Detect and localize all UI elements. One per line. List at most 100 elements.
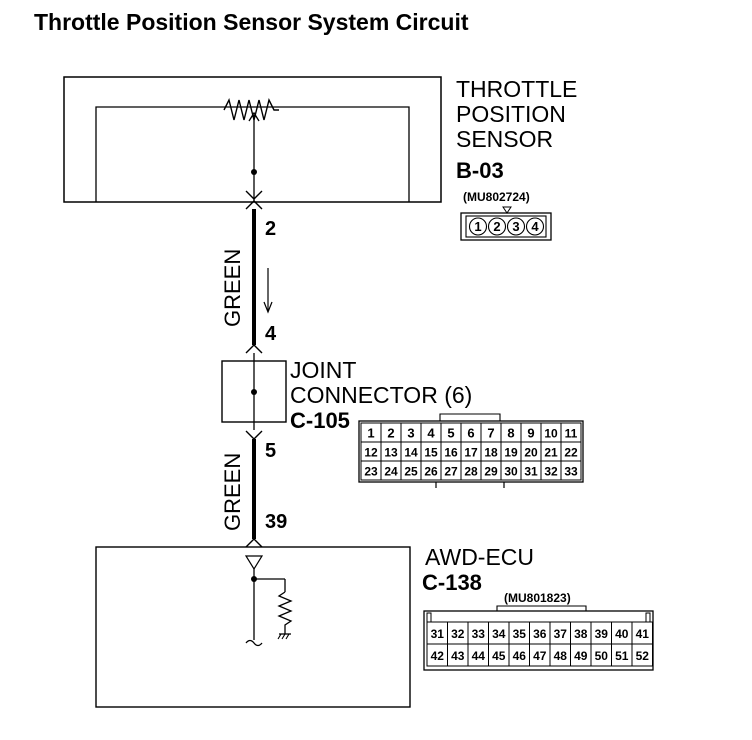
ecu-pulldown-resistor-icon <box>277 591 293 634</box>
ecu-pin-label: 44 <box>472 649 486 663</box>
ecu-pin-45: 45 <box>488 643 510 667</box>
joint-pin-11: 11 <box>560 422 582 443</box>
sensor-connector-outline <box>460 212 552 241</box>
joint-pin-18: 18 <box>480 441 502 462</box>
joint-pin-label: 15 <box>424 446 438 460</box>
joint-pin-label: 21 <box>544 446 558 460</box>
ecu-pin-label: 49 <box>574 649 588 663</box>
ground-icon <box>277 633 291 640</box>
sensor-inner-frame <box>95 106 410 202</box>
ecu-continuation-icon <box>245 639 263 647</box>
ecu-pin-40: 40 <box>611 621 633 645</box>
joint-pin-23: 23 <box>360 460 382 481</box>
joint-connector-outline <box>358 420 584 483</box>
joint-pin-label: 23 <box>364 465 378 479</box>
joint-pin-label: 19 <box>504 446 518 460</box>
ecu-pin-49: 49 <box>570 643 592 667</box>
joint-pin-label: 33 <box>564 465 578 479</box>
joint-top-chevron-icon <box>245 344 263 354</box>
joint-connector-key-icon <box>439 413 501 421</box>
ecu-input-terminal-icon <box>244 555 264 571</box>
joint-pin-label: 29 <box>484 465 498 479</box>
joint-pin-label: 16 <box>444 446 458 460</box>
potentiometer-resistor-icon <box>223 97 279 121</box>
joint-pin-30: 30 <box>500 460 522 481</box>
joint-pin-22: 22 <box>560 441 582 462</box>
ecu-pin-31: 31 <box>426 621 448 645</box>
ecu-pin-label: 50 <box>595 649 609 663</box>
joint-pin-10: 10 <box>540 422 562 443</box>
lower-wire-pin-bottom: 39 <box>265 511 287 533</box>
ecu-pin-46: 46 <box>508 643 530 667</box>
ecu-pin-32: 32 <box>447 621 469 645</box>
joint-pin-28: 28 <box>460 460 482 481</box>
upper-wire-segment: 2 4 GREEN <box>220 209 277 354</box>
joint-name-line-2: CONNECTOR (6) <box>290 382 472 408</box>
joint-pin-label: 30 <box>504 465 518 479</box>
joint-pin-6: 6 <box>460 422 482 443</box>
sensor-pin-1: 1 <box>468 217 488 236</box>
joint-pin-9: 9 <box>520 422 542 443</box>
joint-junction-dot <box>251 389 257 395</box>
sensor-pin-label: 1 <box>474 219 481 234</box>
joint-pin-7: 7 <box>480 422 502 443</box>
joint-pin-4: 4 <box>420 422 442 443</box>
joint-pin-label: 22 <box>564 446 578 460</box>
ecu-pin-label: 42 <box>431 649 445 663</box>
sensor-pin-label: 2 <box>493 219 500 234</box>
joint-pin-label: 17 <box>464 446 478 460</box>
sensor-pin-2: 2 <box>487 217 507 236</box>
ecu-pin-label: 43 <box>451 649 465 663</box>
ecu-pin-label: 45 <box>492 649 506 663</box>
joint-pin-27: 27 <box>440 460 462 481</box>
joint-pin-1: 1 <box>360 422 382 443</box>
joint-pin-32: 32 <box>540 460 562 481</box>
ecu-pin-35: 35 <box>508 621 530 645</box>
sensor-part-number: (MU802724) <box>463 190 530 204</box>
sensor-component: THROTTLE POSITION SENSOR B-03 (MU802724)… <box>63 76 577 241</box>
joint-pin-label: 20 <box>524 446 538 460</box>
joint-pin-label: 11 <box>565 427 578 441</box>
joint-pin-26: 26 <box>420 460 442 481</box>
ecu-connector-corner-left <box>426 612 432 623</box>
ecu-pin-36: 36 <box>529 621 551 645</box>
joint-pin-label: 28 <box>464 465 478 479</box>
ecu-pin-label: 48 <box>554 649 568 663</box>
ecu-pin-label: 38 <box>574 627 588 641</box>
ecu-pin-37: 37 <box>549 621 571 645</box>
joint-pin-label: 27 <box>444 465 458 479</box>
joint-pin-12: 12 <box>360 441 382 462</box>
joint-pin-31: 31 <box>520 460 542 481</box>
joint-pin-16: 16 <box>440 441 462 462</box>
diagram-title: Throttle Position Sensor System Circuit <box>34 9 469 35</box>
ecu-pin-41: 41 <box>631 621 653 645</box>
joint-pin-20: 20 <box>520 441 542 462</box>
ecu-pin-39: 39 <box>590 621 612 645</box>
ecu-pin-52: 52 <box>631 643 653 667</box>
sensor-pin-3: 3 <box>506 217 526 236</box>
ecu-pin-label: 40 <box>615 627 629 641</box>
ecu-connector-corner-right <box>645 612 651 623</box>
ecu-pin-47: 47 <box>529 643 551 667</box>
ecu-pin-34: 34 <box>488 621 510 645</box>
joint-pin-5: 5 <box>440 422 462 443</box>
ecu-pin-label: 41 <box>636 627 650 641</box>
joint-pin-label: 31 <box>524 465 538 479</box>
joint-pin-25: 25 <box>400 460 422 481</box>
ecu-pin-label: 34 <box>492 627 506 641</box>
lower-wire-color-label: GREEN <box>220 453 245 531</box>
ecu-top-chevron-icon <box>245 538 263 548</box>
ecu-pin-44: 44 <box>467 643 489 667</box>
lower-wire-pin-top: 5 <box>265 440 276 462</box>
joint-pin-label: 25 <box>404 465 418 479</box>
sensor-outer-box <box>63 76 442 203</box>
ecu-pin-label: 36 <box>533 627 547 641</box>
joint-bottom-chevron-icon <box>245 430 263 440</box>
